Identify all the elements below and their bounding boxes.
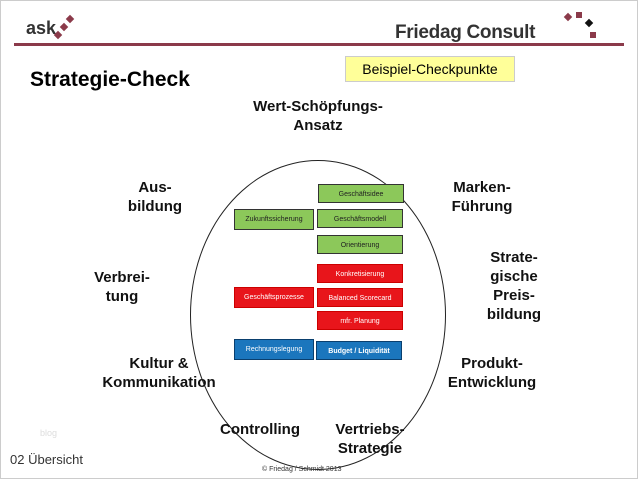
- box-balanced-scorecard: Balanced Scorecard: [317, 288, 403, 307]
- box-budget-liquiditaet: Budget / Liquidität: [316, 341, 402, 360]
- checkpoints-badge: Beispiel-Checkpunkte: [345, 56, 515, 82]
- label-verbreitung: Verbrei- tung: [94, 269, 150, 305]
- box-mfr-planung: mfr. Planung: [317, 311, 403, 330]
- ask-logo: ask: [26, 18, 57, 38]
- label-controlling: Controlling: [220, 421, 300, 438]
- strategy-circle: [190, 160, 446, 470]
- page-title: Strategie-Check: [30, 68, 190, 91]
- header-rule: [14, 43, 624, 46]
- box-geschaeftsidee: Geschäftsidee: [318, 184, 404, 203]
- box-rechnungslegung: Rechnungslegung: [234, 339, 314, 360]
- faint-text: blog: [40, 428, 58, 438]
- label-produkt-entwicklung: Produkt- Entwicklung: [447, 355, 537, 391]
- slide-number: 02 Übersicht: [10, 452, 83, 467]
- label-wert-schoepfung: Wert-Schöpfungs- Ansatz: [253, 98, 383, 134]
- label-ausbildung: Aus- bildung: [127, 179, 183, 215]
- box-orientierung: Orientierung: [317, 235, 403, 254]
- label-marken-fuehrung: Marken- Führung: [451, 179, 513, 215]
- box-zukunftssicherung: Zukunftssicherung: [234, 209, 314, 230]
- logo-diamond-icon: [590, 32, 596, 38]
- label-preisbildung: Strate- gische Preis- bildung: [486, 249, 542, 323]
- label-vertriebs-strategie: Vertriebs- Strategie: [335, 421, 405, 457]
- friedag-logo: Friedag Consult: [395, 22, 536, 43]
- label-kultur: Kultur & Kommunikation: [102, 355, 216, 391]
- copyright: © Friedag / Schmidt 2013: [262, 466, 342, 473]
- box-konkretisierung: Konkretisierung: [317, 264, 403, 283]
- box-geschaeftsprozesse: Geschäftsprozesse: [234, 287, 314, 308]
- logo-diamond-icon: [576, 12, 582, 18]
- box-geschaeftsmodell: Geschäftsmodell: [317, 209, 403, 228]
